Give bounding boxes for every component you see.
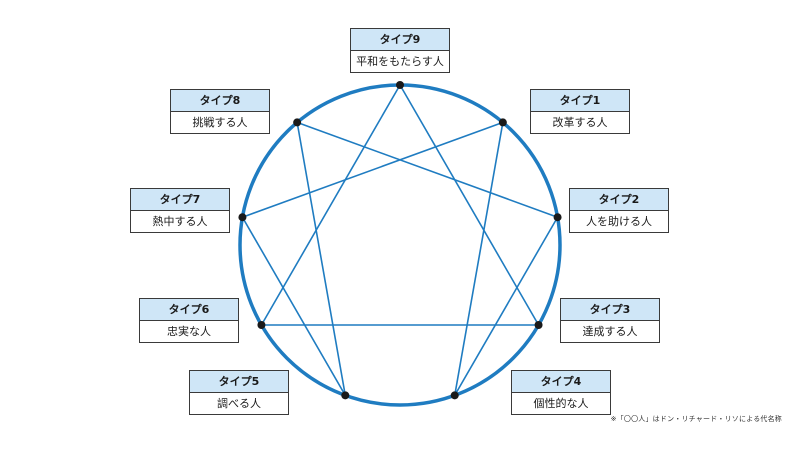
point-type-6 xyxy=(257,321,266,329)
card-type-6-label: タイプ6 xyxy=(140,299,238,321)
point-type-5 xyxy=(341,391,350,400)
card-type-8-desc: 挑戦する人 xyxy=(192,116,248,129)
card-type-4-label: タイプ4 xyxy=(512,371,610,393)
point-type-7 xyxy=(238,213,247,222)
line-4-2 xyxy=(454,216,559,396)
line-5-7 xyxy=(241,216,346,396)
card-type-3: タイプ3 達成する人 xyxy=(560,298,660,343)
card-type-5-desc: 調べる人 xyxy=(217,397,261,410)
card-type-5: タイプ5 調べる人 xyxy=(189,370,289,415)
type-points xyxy=(238,81,562,400)
card-type-2-label: タイプ2 xyxy=(570,189,668,211)
card-type-9-label: タイプ9 xyxy=(351,29,449,51)
card-type-8-label: タイプ8 xyxy=(171,90,269,112)
enneagram-circle xyxy=(238,83,562,407)
card-type-7-desc: 熱中する人 xyxy=(152,215,208,228)
line-2-8 xyxy=(296,121,558,218)
card-type-7: タイプ7 熱中する人 xyxy=(130,188,230,233)
line-6-9 xyxy=(260,84,401,326)
card-type-4: タイプ4 個性的な人 xyxy=(511,370,611,415)
card-type-5-label: タイプ5 xyxy=(190,371,288,393)
point-type-8 xyxy=(293,118,302,127)
line-9-3 xyxy=(399,84,540,326)
card-type-1: タイプ1 改革する人 xyxy=(530,89,630,134)
line-1-4 xyxy=(453,122,504,396)
connection-lines xyxy=(241,84,559,396)
card-type-1-desc: 改革する人 xyxy=(552,116,608,129)
point-type-2 xyxy=(553,213,562,222)
card-type-4-desc: 個性的な人 xyxy=(533,397,589,410)
point-type-1 xyxy=(498,118,507,127)
card-type-3-label: タイプ3 xyxy=(561,299,659,321)
line-8-5 xyxy=(296,122,347,396)
card-type-1-label: タイプ1 xyxy=(531,90,629,112)
card-type-2: タイプ2 人を助ける人 xyxy=(569,188,669,233)
point-type-4 xyxy=(450,391,459,400)
card-type-8: タイプ8 挑戦する人 xyxy=(170,89,270,134)
card-type-3-desc: 達成する人 xyxy=(582,325,638,338)
point-type-9 xyxy=(396,81,404,89)
card-type-7-label: タイプ7 xyxy=(131,189,229,211)
card-type-6: タイプ6 忠実な人 xyxy=(139,298,239,343)
card-type-9: タイプ9 平和をもたらす人 xyxy=(350,28,450,73)
line-7-1 xyxy=(242,121,504,218)
card-type-6-desc: 忠実な人 xyxy=(167,325,211,338)
card-type-9-desc: 平和をもたらす人 xyxy=(356,55,444,68)
card-type-2-desc: 人を助ける人 xyxy=(586,215,652,228)
point-type-3 xyxy=(534,321,543,329)
footnote: ※「〇〇人」はドン・リチャード・リソによる代名称 xyxy=(610,415,782,423)
